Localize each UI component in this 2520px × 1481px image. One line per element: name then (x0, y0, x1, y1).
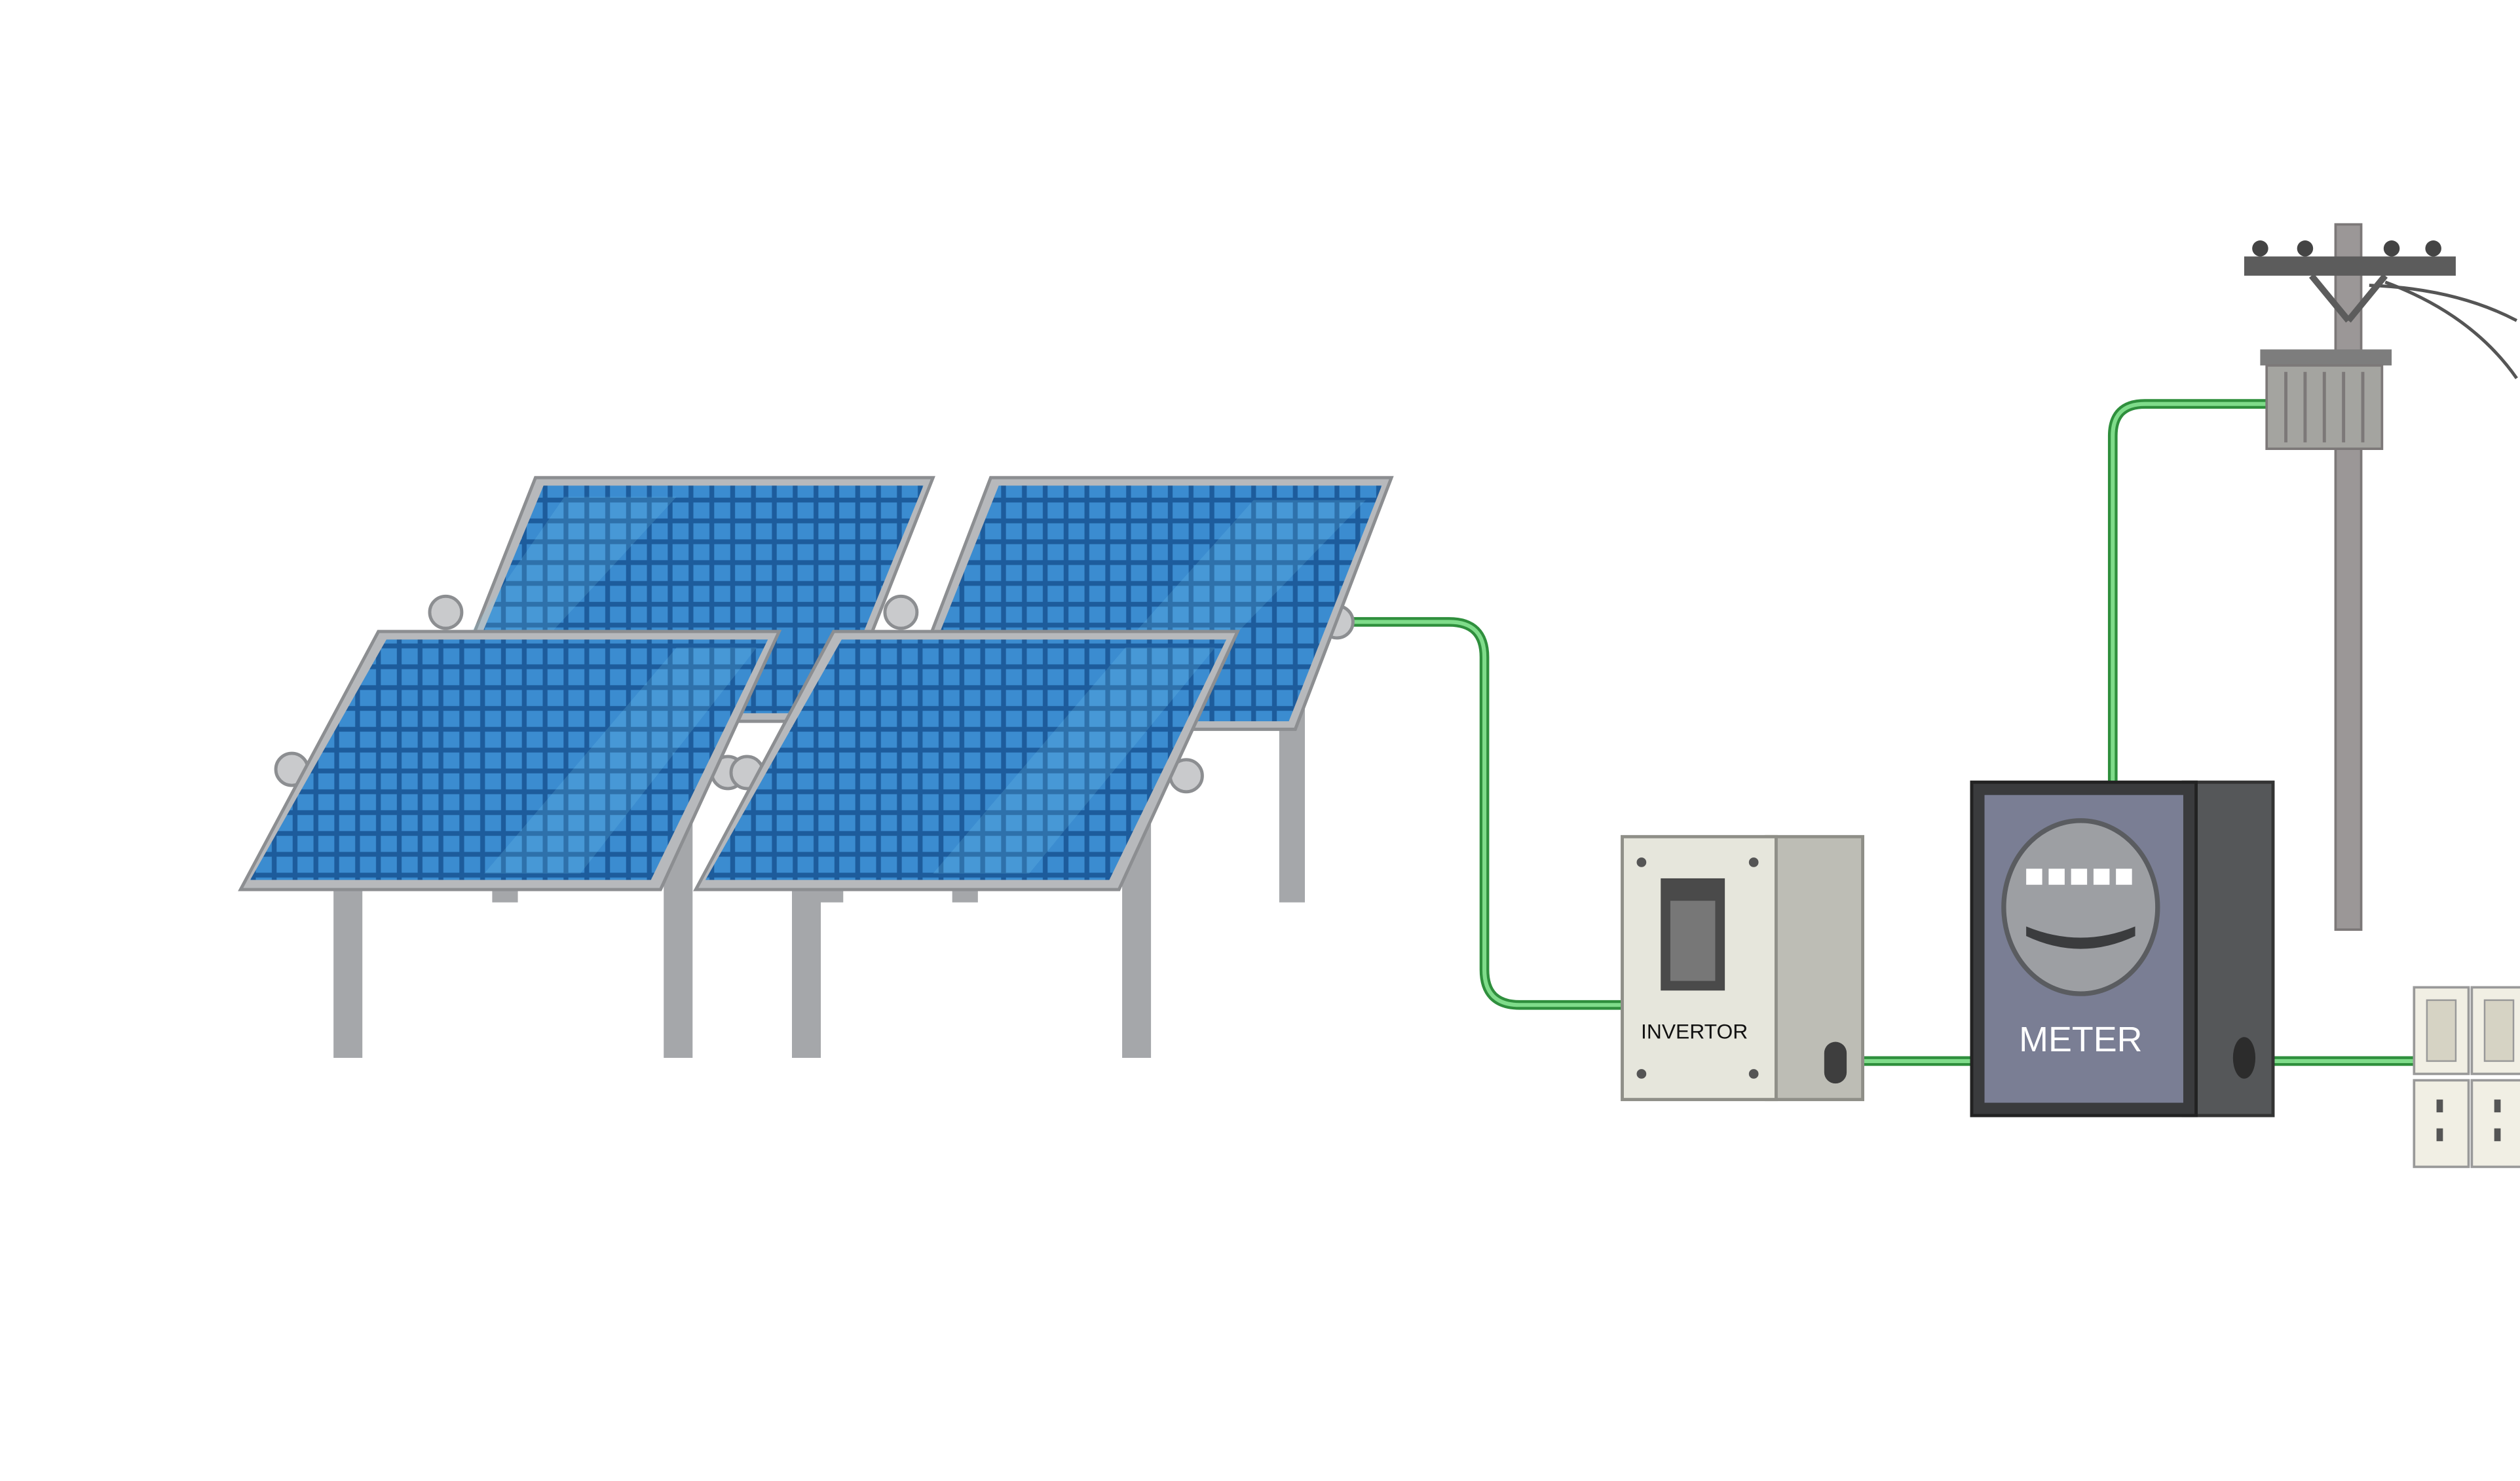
transformer (2260, 349, 2392, 450)
meter-box: METER (1970, 780, 2275, 1117)
wire-panels-to-inverter (1346, 617, 1626, 1010)
meter-dial (2001, 818, 2160, 996)
inverter-label: INVERTOR (1641, 1020, 1748, 1043)
wall-switches-and-outlets (2413, 986, 2520, 1169)
power-outlet (2470, 1079, 2520, 1169)
solar-panel-front-right (693, 629, 1241, 1058)
inverter-box: INVERTOR (1621, 834, 1865, 1102)
solar-panel-front-left (238, 629, 782, 1058)
utility-pole (2244, 223, 2518, 931)
meter-label: METER (2019, 1020, 2142, 1059)
power-outlet (2413, 1079, 2470, 1169)
wire-meter-to-grid (2107, 399, 2267, 786)
